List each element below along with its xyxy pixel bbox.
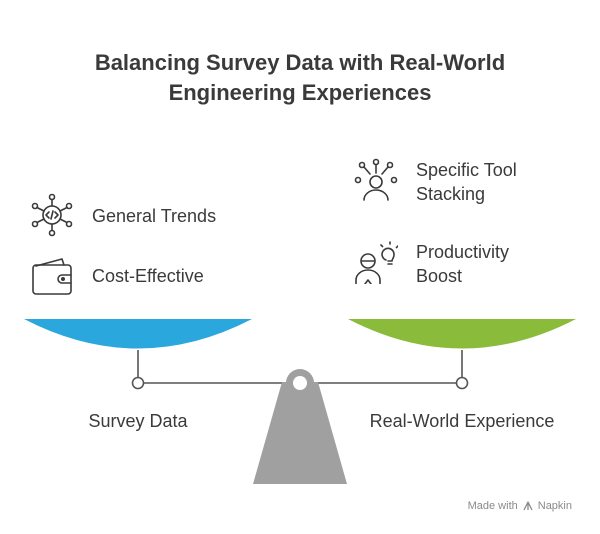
made-with-text: Made with [467, 500, 518, 512]
real-world-experience-label: Real-World Experience [369, 411, 555, 431]
specific-tool-line-2: Stacking [416, 184, 486, 204]
person-idea-icon [355, 241, 398, 284]
napkin-brand[interactable]: Made with Napkin [468, 500, 572, 512]
productivity-boost-label: Productivity Boost [416, 240, 509, 288]
napkin-brand-name: Napkin [537, 500, 572, 512]
right-pivot [455, 376, 469, 390]
title-line-2: Engineering Experiences [168, 80, 432, 105]
specific-tool-stacking-label: Specific Tool Stacking [416, 158, 517, 206]
code-network-icon [31, 193, 73, 237]
center-pivot-hole [293, 376, 307, 390]
right-pan [348, 319, 576, 349]
survey-data-label: Survey Data [88, 411, 188, 431]
person-network-icon [354, 158, 398, 201]
productivity-line-1: Productivity [416, 242, 510, 262]
productivity-line-2: Boost [416, 266, 463, 286]
general-trends-label: General Trends [92, 206, 217, 226]
napkin-logo-icon [523, 501, 533, 511]
fulcrum [253, 382, 347, 484]
wallet-icon [32, 258, 72, 295]
title-line-1: Balancing Survey Data with Real-World [94, 50, 506, 75]
left-pivot [131, 376, 145, 390]
specific-tool-line-1: Specific Tool [416, 160, 517, 180]
page-title: Balancing Survey Data with Real-World En… [0, 48, 600, 108]
left-pan [24, 319, 252, 349]
cost-effective-label: Cost-Effective [92, 266, 204, 286]
